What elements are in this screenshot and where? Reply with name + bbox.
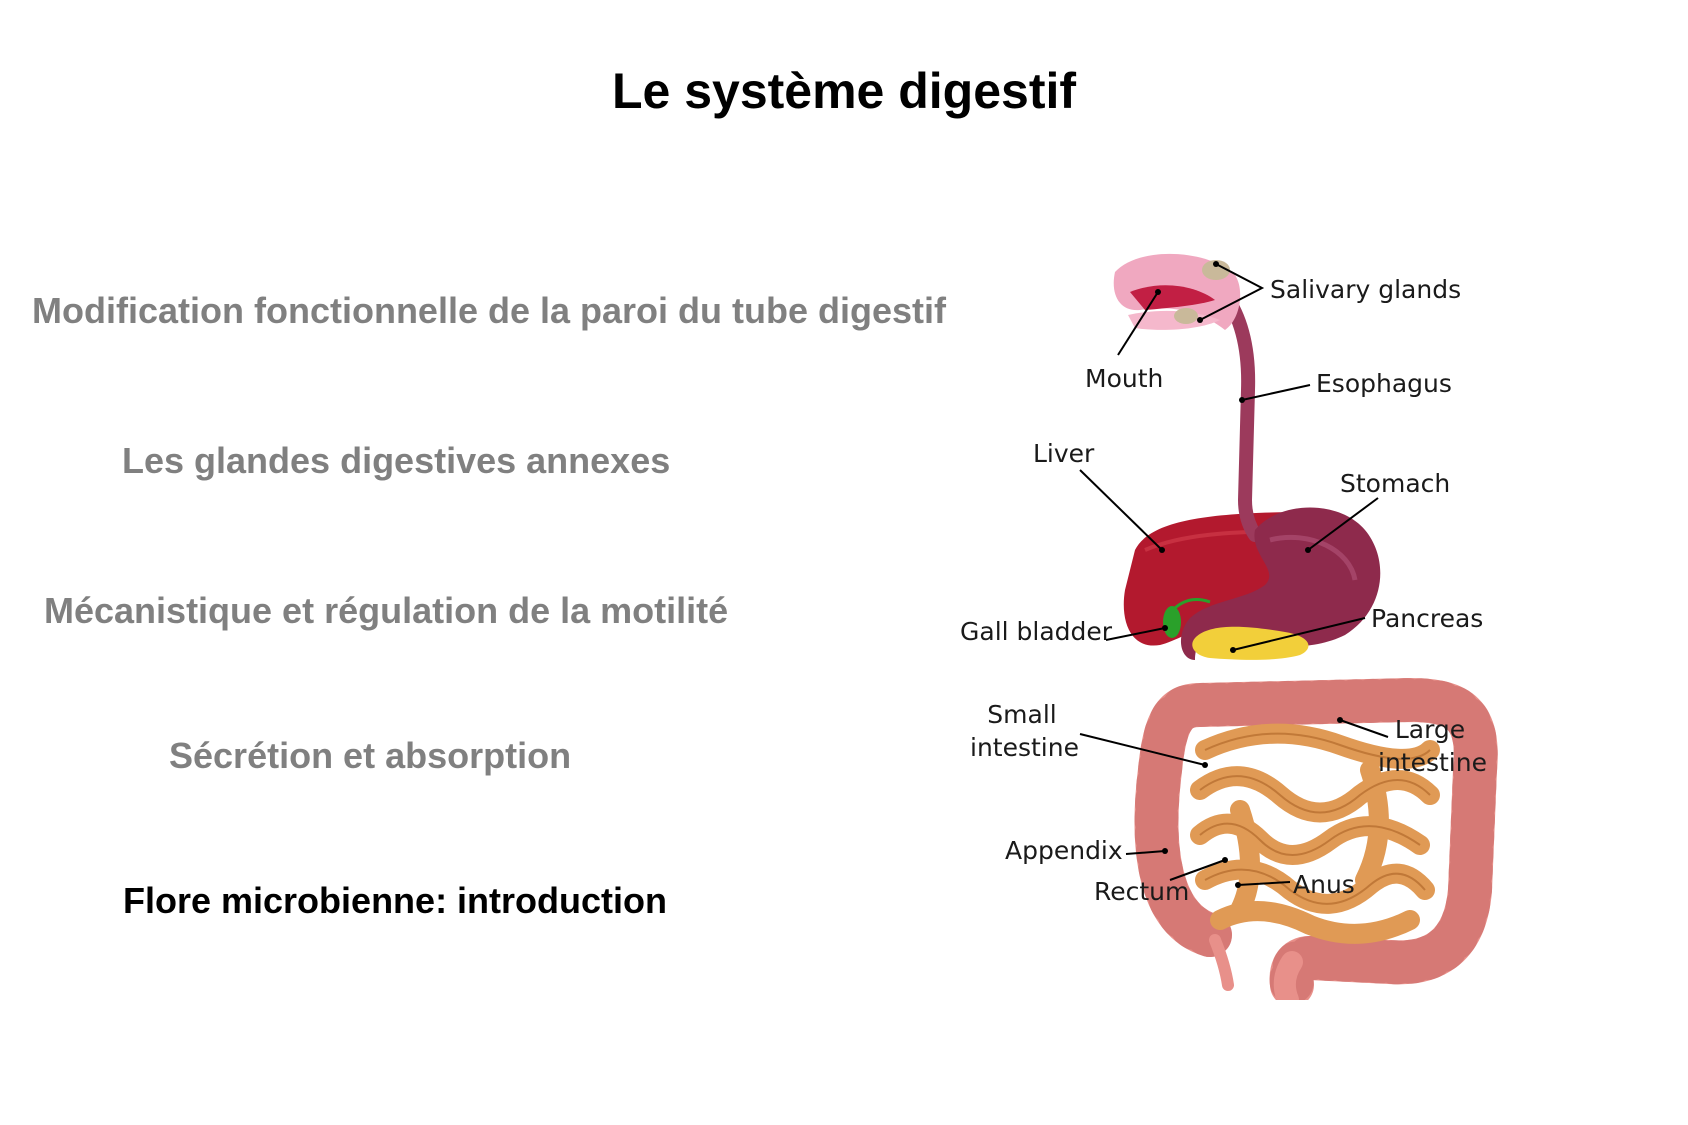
topic-motility: Mécanistique et régulation de la motilit…: [44, 590, 729, 631]
esophagus-shape: [1218, 288, 1262, 542]
topic-wall-modification: Modification fonctionnelle de la paroi d…: [32, 290, 947, 331]
label-liver: Liver: [1033, 439, 1095, 468]
appendix-shape: [1209, 934, 1234, 991]
label-pancreas: Pancreas: [1371, 604, 1484, 633]
label-anus: Anus: [1293, 870, 1355, 899]
label-small-intestine-line2: intestine: [970, 733, 1079, 762]
label-small-intestine: Small intestine: [970, 698, 1079, 764]
topic-microbial-flora: Flore microbienne: introduction: [123, 880, 668, 921]
label-large-intestine-line1: Large: [1394, 715, 1466, 744]
anatomy-illustration: [1079, 253, 1498, 1000]
leader-lines: [1079, 263, 1389, 886]
leader-dots: [1155, 261, 1343, 888]
salivary-gland-shape: [1202, 260, 1230, 280]
page-title: Le système digestif: [611, 63, 1077, 119]
digestive-system-diagram: Salivary glands Mouth Esophagus Liver St…: [960, 250, 1650, 1000]
label-gall-bladder: Gall bladder: [960, 617, 1113, 646]
rectum-shape: [1273, 951, 1303, 1000]
label-appendix: Appendix: [1005, 836, 1123, 865]
salivary-gland-shape: [1174, 308, 1198, 324]
label-salivary-glands: Salivary glands: [1270, 275, 1462, 304]
label-esophagus: Esophagus: [1316, 369, 1452, 398]
topic-secretion-absorption: Sécrétion et absorption: [169, 735, 572, 776]
label-stomach: Stomach: [1340, 469, 1451, 498]
topic-accessory-glands: Les glandes digestives annexes: [122, 440, 671, 481]
label-large-intestine: Large intestine: [1378, 713, 1487, 779]
gall-bladder-shape: [1163, 606, 1181, 638]
label-large-intestine-line2: intestine: [1378, 748, 1487, 777]
label-rectum: Rectum: [1094, 877, 1190, 906]
pancreas-shape: [1192, 626, 1309, 660]
label-mouth: Mouth: [1085, 364, 1164, 393]
label-small-intestine-line1: Small: [987, 700, 1057, 729]
